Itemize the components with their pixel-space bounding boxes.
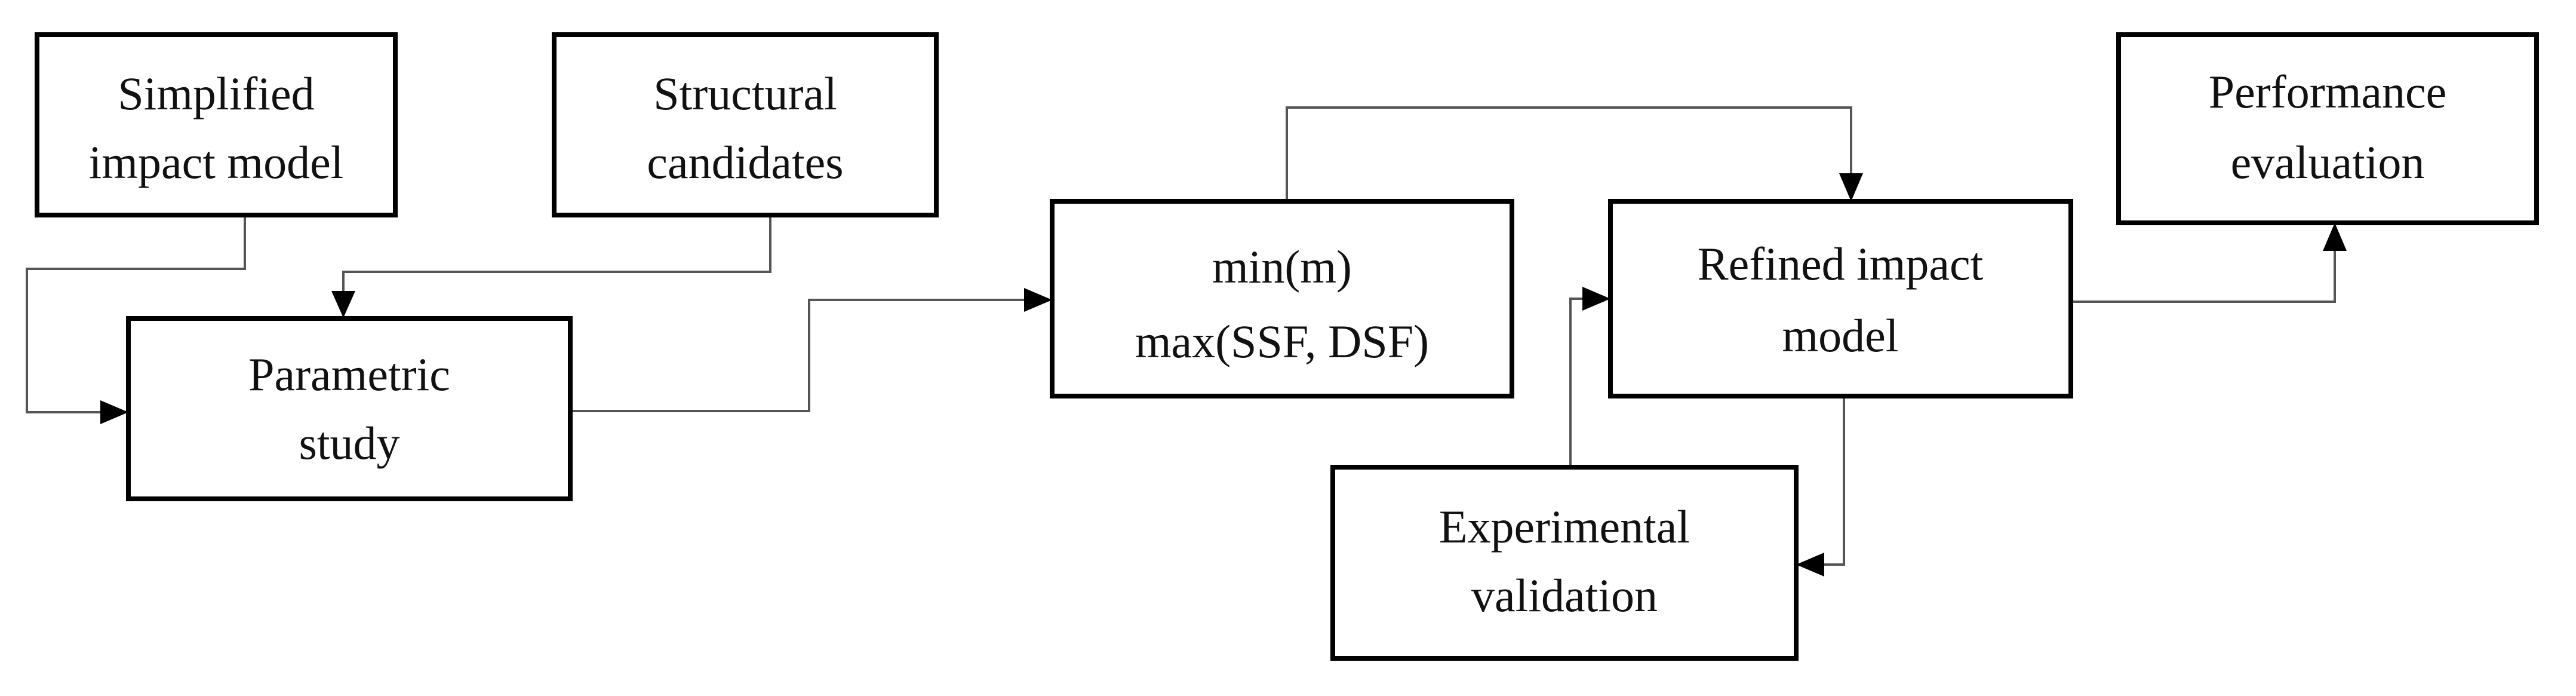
arrowhead-left [1796,553,1824,577]
arrowhead-right [1024,288,1052,312]
node-structural-candidates: Structural candidates [552,32,939,217]
edge-experimental-to-refined [1569,298,1582,467]
node-box [1050,199,1514,398]
node-label-line2: max(SSF, DSF) [1135,315,1429,367]
edge-simplified-to-parametric [26,215,246,413]
node-box [1608,199,2073,398]
node-label-line1: Simplified [118,68,314,119]
node-refined-impact-model: Refined impact model [1608,199,2073,398]
node-label-line1: Refined impact [1698,238,1984,290]
node-performance-evaluation: Performance evaluation [2116,32,2539,225]
node-label-line1: Performance [2209,66,2446,118]
arrowhead-down [331,291,355,318]
arrowhead-down [1839,173,1863,201]
node-parametric-study: Parametric study [126,316,573,501]
edge-refined-to-performance [2071,251,2336,303]
arrowhead-right [1582,287,1610,311]
node-box [552,32,939,217]
node-box [35,32,398,217]
node-label-line1: Structural [653,68,837,119]
node-experimental-validation: Experimental validation [1330,465,1799,661]
node-simplified-impact-model: Simplified impact model [35,32,398,217]
edge-objective-to-refined [1286,106,1852,201]
node-objective: min(m) max(SSF, DSF) [1050,199,1514,398]
node-box [2116,32,2539,225]
arrowhead-up [2323,223,2347,251]
arrowhead-right [100,400,128,424]
node-label-line2: impact model [89,136,344,188]
node-box [126,316,573,501]
edge-structural-to-parametric [342,215,771,293]
node-label-line2: model [1782,309,1899,361]
node-label-line1: Parametric [248,348,450,400]
node-label-line1: min(m) [1212,241,1352,293]
node-label-line2: study [299,417,399,469]
node-label-line2: validation [1471,569,1658,621]
edge-parametric-to-objective [570,299,1024,412]
edge-refined-to-experimental [1824,396,1845,566]
node-label-line1: Experimental [1439,501,1690,553]
node-box [1330,465,1799,661]
edges [26,106,2347,577]
node-label-line2: evaluation [2231,136,2425,188]
node-label-line2: candidates [647,136,843,188]
